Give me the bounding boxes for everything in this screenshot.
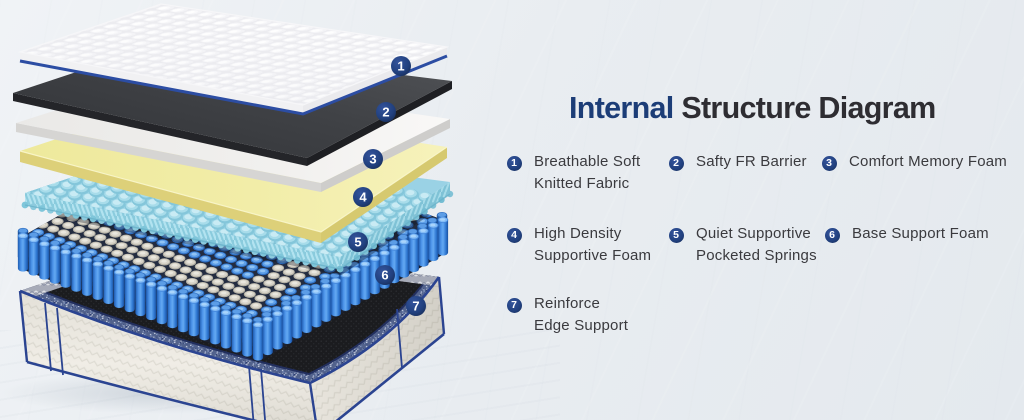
svg-text:4: 4 (359, 189, 367, 204)
svg-text:7: 7 (412, 298, 419, 313)
svg-text:6: 6 (381, 267, 388, 282)
svg-text:2: 2 (382, 104, 389, 119)
svg-text:5: 5 (354, 234, 361, 249)
svg-text:1: 1 (397, 58, 404, 73)
svg-text:3: 3 (369, 151, 376, 166)
